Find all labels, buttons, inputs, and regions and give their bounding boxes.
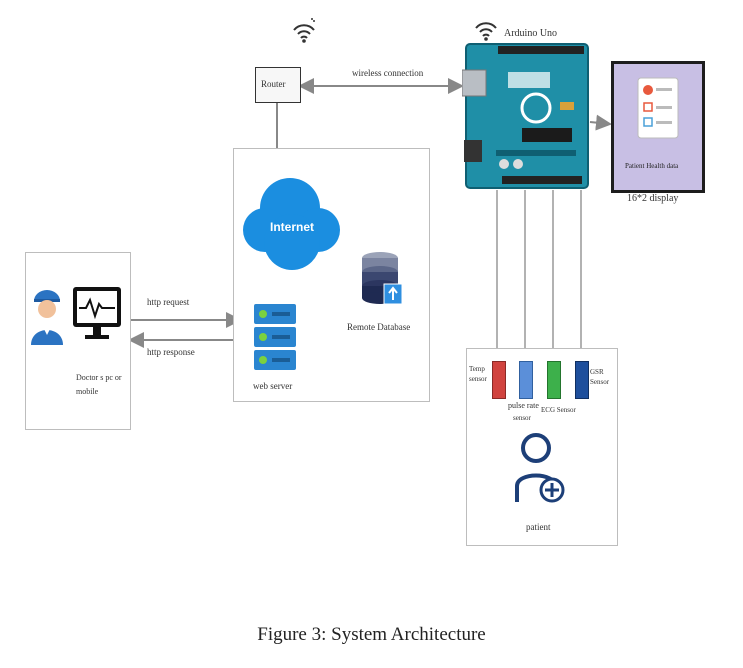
ecg-sensor-bar (547, 361, 561, 399)
router-wifi-icon (293, 18, 315, 43)
temp-sensor-label-line1: Temp (469, 365, 485, 373)
patient-icon (515, 433, 565, 503)
arduino-board-icon (462, 43, 589, 189)
health-report-icon (637, 77, 679, 139)
figure-caption: Figure 3: System Architecture (257, 624, 486, 645)
lcd-display: Patient Health data (611, 61, 705, 193)
pulse-sensor-label-line2: sensor (513, 414, 531, 422)
http-response-label: http response (147, 347, 195, 357)
gsr-sensor-label-line2: Sensor (590, 378, 610, 386)
temp-sensor-label-line2: sensor (469, 375, 487, 383)
database-icon (362, 252, 403, 305)
gsr-sensor-bar (575, 361, 589, 399)
arduino-wifi-icon (475, 22, 497, 41)
ecg-sensor-label: ECG Sensor (541, 406, 576, 414)
sensor-patient-box (466, 348, 618, 546)
arduino-label: Arduino Uno (504, 28, 558, 39)
doctor-computer-icon (73, 287, 121, 339)
database-label: Remote Database (347, 322, 411, 332)
display-screen-label: Patient Health data (625, 162, 679, 170)
doctor-avatar-icon (31, 290, 63, 345)
internet-cloud-icon (243, 178, 340, 270)
web-server-label: web server (253, 381, 293, 391)
web-server-icon (254, 304, 296, 370)
http-request-label: http request (147, 297, 190, 307)
doctor-label-line1: Doctor s pc or (76, 373, 122, 382)
temp-sensor-bar (492, 361, 506, 399)
internet-label: Internet (270, 220, 315, 234)
gsr-sensor-label-line1: GSR (590, 368, 604, 376)
wireless-connection-label: wireless connection (352, 68, 424, 78)
patient-label: patient (526, 522, 551, 532)
router-label: Router (261, 79, 286, 89)
display-caption: 16*2 display (627, 193, 679, 204)
arduino-to-display-arrow (589, 114, 612, 131)
pulse-sensor-bar (519, 361, 533, 399)
pulse-sensor-label-line1: pulse rate (508, 401, 539, 410)
doctor-label-line2: mobile (76, 387, 99, 396)
router-box: Router (255, 67, 301, 103)
